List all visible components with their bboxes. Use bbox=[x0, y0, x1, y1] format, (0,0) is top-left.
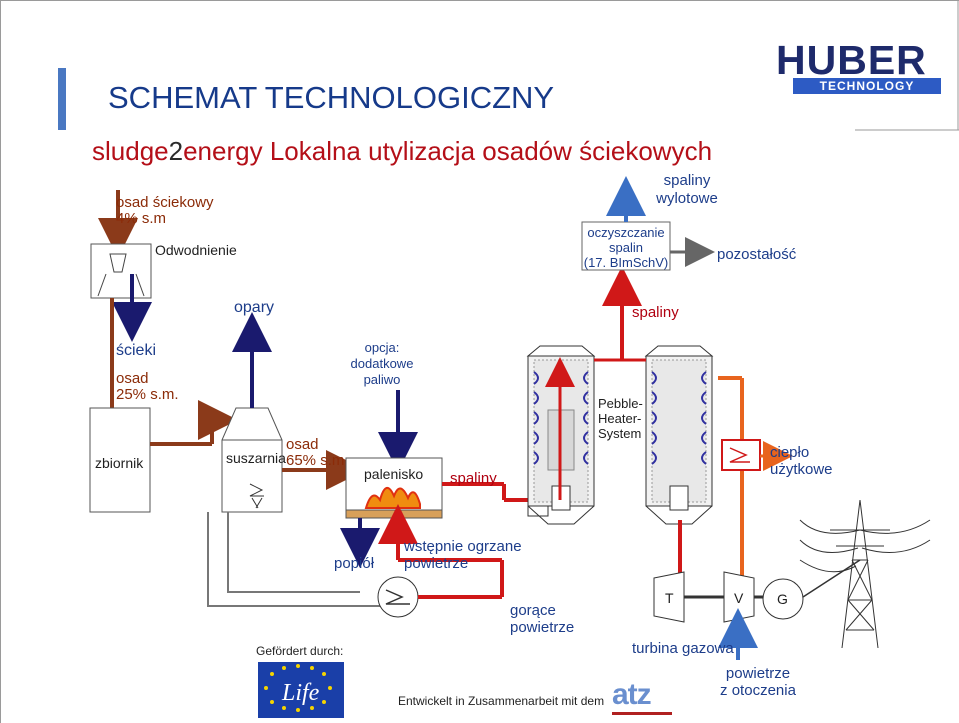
label-oczyszczanie-line1: oczyszczanie bbox=[587, 225, 665, 240]
blower-icon bbox=[385, 589, 410, 605]
generator-G bbox=[762, 578, 804, 620]
label-spaliny-wylotowe: spaliny wylotowe bbox=[644, 172, 730, 208]
label-powietrze-otoczenia: powietrze z otoczenia bbox=[712, 665, 804, 699]
label-oczyszczanie: oczyszczanie spalin (17. BImSchV) bbox=[582, 225, 670, 270]
page-subtitle: sludge2energy Lokalna utylizacja osadów … bbox=[92, 136, 712, 167]
label-spaliny-wylotowe-line1: spaliny bbox=[663, 172, 711, 189]
label-oczyszczanie-line3: (17. BImSchV) bbox=[583, 255, 669, 270]
label-powietrze-line2: z otoczenia bbox=[720, 682, 796, 699]
dryer-heat-exchanger-icon bbox=[249, 483, 264, 497]
flue-gas-cleaning-box bbox=[581, 221, 671, 271]
label-osad-sciekowy: osad ściekowy bbox=[116, 194, 214, 211]
label-opcja-line1: opcja: bbox=[364, 340, 400, 355]
title-accent-bar bbox=[58, 68, 66, 130]
subtitle-number: 2 bbox=[168, 136, 184, 166]
label-turbine-T: T bbox=[665, 590, 674, 606]
storage-tank bbox=[89, 407, 151, 513]
label-osad-25: osad bbox=[116, 370, 149, 387]
label-opcja: opcja: dodatkowe paliwo bbox=[346, 340, 418, 388]
label-odwodnienie: Odwodnienie bbox=[155, 242, 237, 258]
return-loop-outer bbox=[227, 512, 360, 593]
label-gefordert: Gefördert durch: bbox=[256, 644, 344, 658]
label-suszarnia: suszarnia bbox=[226, 450, 286, 466]
label-popiol: popiół bbox=[334, 555, 375, 572]
label-pebble-line1: Pebble- bbox=[598, 396, 643, 411]
label-wstepnie-ogrzane: wstępnie ogrzane powietrze bbox=[404, 538, 522, 572]
subtitle-rest: energy Lokalna utylizacja osadów ściekow… bbox=[183, 136, 713, 166]
label-spaliny-top: spaliny bbox=[632, 304, 679, 321]
label-cieplo-line2: użytkowe bbox=[770, 461, 833, 478]
turbine-T bbox=[653, 571, 685, 623]
label-pebble-line2: Heater- bbox=[598, 411, 642, 426]
return-loop-inner bbox=[207, 512, 380, 607]
label-opcja-line3: paliwo bbox=[363, 372, 401, 387]
label-cieplo: ciepło użytkowe bbox=[770, 444, 833, 478]
label-spaliny-wylotowe-line2: wylotowe bbox=[656, 190, 718, 207]
heat-exchanger-icon bbox=[729, 447, 750, 463]
atz-logo: atz bbox=[612, 678, 652, 711]
dewatering-funnel-icon bbox=[109, 253, 127, 273]
furnace-grate bbox=[345, 509, 443, 519]
label-osad-65-sm: 65% s.m bbox=[286, 452, 345, 469]
power-pylon-icon bbox=[799, 499, 931, 649]
label-spaliny-low: spaliny bbox=[450, 470, 497, 487]
air-blower bbox=[377, 576, 419, 618]
huber-logo: HUBER bbox=[776, 37, 927, 83]
label-zbiornik: zbiornik bbox=[95, 455, 144, 471]
label-osad-25-sm: 25% s.m. bbox=[116, 386, 179, 403]
life-logo bbox=[258, 662, 344, 718]
label-osad-sciekowy-sm: 4% s.m bbox=[116, 210, 167, 227]
label-cieplo-line1: ciepło bbox=[770, 444, 810, 461]
label-compressor-V: V bbox=[734, 590, 744, 606]
label-scieki: ścieki bbox=[116, 342, 157, 359]
label-gorace-powietrze: gorące powietrze bbox=[510, 602, 574, 636]
label-gorace-line2: powietrze bbox=[510, 619, 575, 636]
label-pebble-heater: Pebble- Heater- System bbox=[598, 396, 643, 441]
label-opcja-line2: dodatkowe bbox=[350, 356, 414, 371]
page-title: SCHEMAT TECHNOLOGICZNY bbox=[108, 80, 555, 115]
label-entwickelt: Entwickelt in Zusammenarbeit mit dem bbox=[398, 694, 605, 708]
subtitle-prefix: sludge bbox=[92, 136, 169, 166]
label-oczyszczanie-line2: spalin bbox=[609, 240, 643, 255]
label-generator-G: G bbox=[777, 591, 788, 607]
label-wstepnie-line1: wstępnie ogrzane bbox=[404, 538, 522, 555]
heat-exchanger bbox=[721, 439, 761, 471]
label-osad-65: osad bbox=[286, 436, 319, 453]
grid-connection-line bbox=[802, 559, 861, 598]
atz-logo-underline bbox=[612, 712, 672, 715]
label-palenisko: palenisko bbox=[364, 466, 424, 482]
label-pozostalosc: pozostałość bbox=[717, 246, 797, 263]
flame-icon bbox=[364, 487, 421, 509]
label-powietrze-line1: powietrze bbox=[725, 665, 791, 682]
eu-stars-icon bbox=[264, 664, 332, 712]
life-logo-text: Life bbox=[281, 680, 320, 706]
label-gorace-line1: gorące bbox=[510, 602, 556, 619]
label-wstepnie-line2: powietrze bbox=[404, 555, 469, 572]
label-pebble-line3: System bbox=[598, 426, 642, 441]
label-opary: opary bbox=[234, 299, 275, 316]
pebble-heater-2 bbox=[644, 345, 714, 525]
label-turbina-gazowa: turbina gazowa bbox=[632, 640, 734, 657]
huber-logo-tagline: TECHNOLOGY bbox=[793, 78, 941, 94]
